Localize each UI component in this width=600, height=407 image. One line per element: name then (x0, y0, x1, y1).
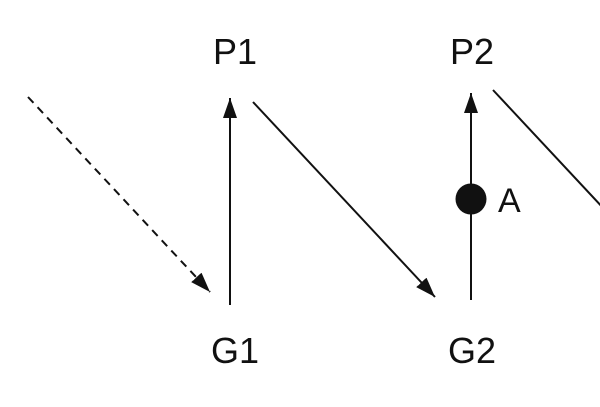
dashed-arrow-into-g1 (27, 96, 211, 293)
node-label-p2: P2 (450, 31, 494, 72)
node-label-g1: G1 (211, 330, 259, 371)
arrow-p2-onward (492, 89, 600, 207)
arrow-p1-to-g2 (252, 101, 436, 298)
node-label-p1: P1 (213, 31, 257, 72)
point-a-dot (455, 183, 487, 215)
node-label-g2: G2 (448, 330, 496, 371)
point-a-label: A (498, 182, 521, 220)
